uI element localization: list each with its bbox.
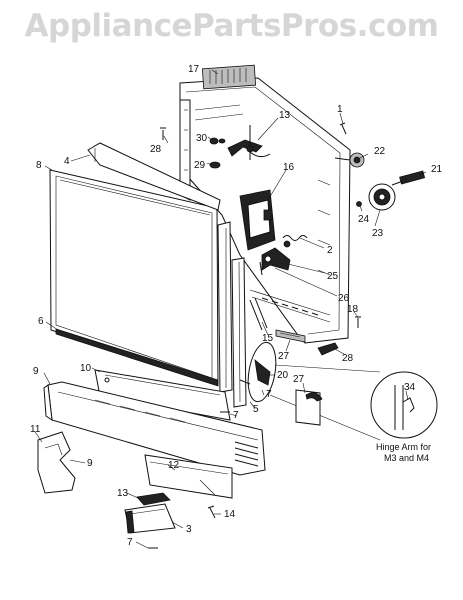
latch-handle (227, 125, 271, 160)
mounting-clips (209, 137, 226, 169)
mounting-bracket (124, 492, 176, 534)
callout-23: 21 (431, 164, 443, 175)
corner-clip (317, 342, 339, 356)
hinge-cover (295, 389, 323, 426)
detergent-dial (368, 183, 396, 211)
top-screw (339, 122, 347, 135)
hinge-arm (247, 341, 277, 403)
hinge-arm-inset (370, 371, 438, 439)
callout-33: 30 (196, 133, 208, 144)
callout-7-c: 7 (127, 537, 133, 548)
callout-25: 26 (338, 293, 350, 304)
callout-20: 17 (188, 64, 200, 75)
switch-housing (239, 189, 276, 251)
access-panel (43, 381, 266, 476)
bracket-screw (207, 505, 216, 519)
insulation-pad (37, 431, 76, 494)
callout-3: 3 (186, 524, 192, 535)
callout-27: 25 (327, 271, 339, 282)
strike-plate (275, 329, 306, 343)
callout-29: 27 (278, 351, 290, 362)
callout-31: 28 (150, 144, 162, 155)
callout-22: 23 (372, 228, 384, 239)
callout-19: 16 (283, 162, 295, 173)
panel-screw (148, 379, 251, 549)
callout-12: 10 (80, 363, 92, 374)
callout-13: 13 (117, 488, 129, 499)
callout-4: 4 (64, 156, 70, 167)
callout-14: 11 (30, 424, 41, 435)
latch-arm (259, 247, 291, 276)
washer (356, 201, 362, 207)
callout-21: 20 (277, 370, 289, 381)
callout-24: 24 (358, 214, 370, 225)
inset-caption-line2: M3 and M4 (384, 453, 429, 463)
vent-grille (201, 64, 257, 90)
inset-caption-line1: Hinge Arm for (376, 442, 431, 452)
callout-30: 27 (293, 374, 305, 385)
callout-17: 15 (262, 333, 274, 344)
callout-16: 13 (279, 110, 291, 121)
callout-32: 29 (194, 160, 206, 171)
callout-1: 1 (337, 104, 343, 115)
callout-5: 5 (253, 404, 259, 415)
callout-15: 14 (224, 509, 236, 520)
liner-screw (355, 316, 361, 328)
callout-28: 28 (342, 353, 354, 364)
door-side-rail (217, 221, 247, 408)
watermark: AppliancePartsPros.com (24, 8, 439, 44)
control-knob (334, 152, 365, 168)
callout-26: 22 (374, 146, 386, 157)
callout-10: 9 (33, 366, 39, 377)
toe-panel-inner (94, 369, 231, 421)
bottom-trim-strip (55, 328, 219, 387)
spring (282, 235, 308, 241)
dial-shaft (391, 170, 426, 186)
callout-34: 34 (404, 382, 416, 393)
pivot-bushing (283, 240, 291, 248)
callout-labels: 17 1 13 30 28 29 8 4 16 22 21 24 23 2 25… (30, 64, 443, 548)
callout-7-a: 7 (266, 389, 272, 400)
screw (160, 127, 166, 140)
callout-7-b: 7 (233, 410, 239, 421)
callout-9: 9 (87, 458, 93, 469)
callout-11: 12 (168, 460, 180, 471)
callout-6: 6 (38, 316, 44, 327)
callout-8: 8 (36, 160, 42, 171)
callout-18: 18 (347, 304, 359, 315)
leader-lines (34, 69, 427, 549)
kick-plate (144, 454, 233, 499)
outer-door-panel (49, 142, 221, 386)
callout-2: 2 (327, 245, 333, 256)
bracket-bar (249, 297, 268, 331)
